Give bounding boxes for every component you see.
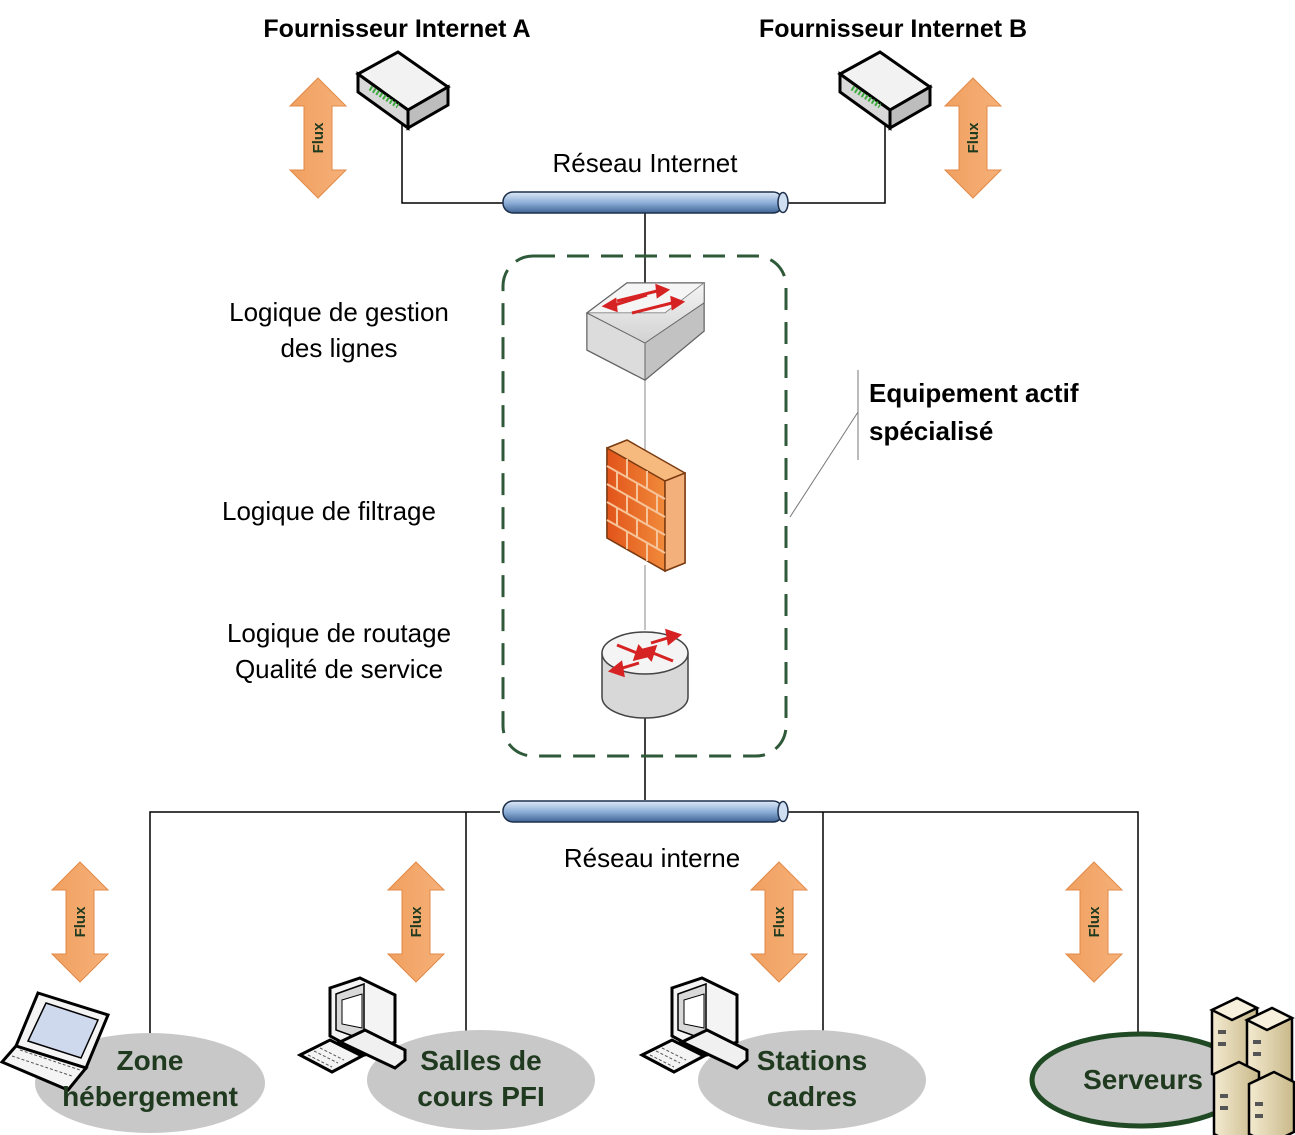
line-management-label-2: des lignes xyxy=(280,333,397,363)
zone-hosting-ellipse xyxy=(35,1033,265,1133)
appliance-label-1: Equipement actif xyxy=(869,378,1079,408)
internal-network-label: Réseau interne xyxy=(564,843,740,873)
flux-label: Flux xyxy=(771,906,788,937)
zone-servers-label: Serveurs xyxy=(1083,1064,1203,1095)
flux-arrow-isp-b: Flux xyxy=(944,77,1002,199)
zone-stations-label-1: Stations xyxy=(757,1045,867,1076)
zone-classrooms-ellipse xyxy=(367,1030,595,1130)
firewall-icon xyxy=(606,439,686,573)
connection-lines xyxy=(149,120,1139,1048)
flux-label: Flux xyxy=(1086,906,1103,937)
zone-stations-label-2: cadres xyxy=(767,1081,857,1112)
appliance-callout xyxy=(789,370,859,518)
server-rack-icon xyxy=(1209,996,1295,1135)
flux-label: Flux xyxy=(72,906,89,937)
desktop-computer-icon xyxy=(638,976,749,1074)
modem-b-icon xyxy=(837,50,933,131)
flux-arrow-classrooms: Flux xyxy=(387,861,445,983)
flux-label: Flux xyxy=(965,122,982,153)
zone-classrooms-label-1: Salles de xyxy=(420,1045,541,1076)
desktop-computer-icon xyxy=(296,976,407,1074)
filtering-label: Logique de filtrage xyxy=(222,496,436,526)
zone-classrooms-label-2: cours PFI xyxy=(417,1081,545,1112)
routing-label-1: Logique de routage xyxy=(227,618,451,648)
appliance-boundary xyxy=(501,254,788,758)
modem-a-icon xyxy=(355,50,451,131)
flux-arrow-stations: Flux xyxy=(750,861,808,983)
internet-network-label: Réseau Internet xyxy=(552,148,738,178)
routing-label-2: Qualité de service xyxy=(235,654,443,684)
laptop-icon xyxy=(0,991,111,1092)
switch-icon xyxy=(585,282,706,382)
flux-arrow-isp-a: Flux xyxy=(289,77,347,199)
router-icon xyxy=(601,628,689,719)
flux-arrow-servers: Flux xyxy=(1065,861,1123,983)
isp-a-label: Fournisseur Internet A xyxy=(263,15,530,43)
flux-label: Flux xyxy=(408,906,425,937)
zone-hosting-label-1: Zone xyxy=(117,1045,184,1076)
appliance-label-2: spécialisé xyxy=(869,416,993,446)
zone-stations-ellipse xyxy=(698,1030,926,1130)
isp-b-label: Fournisseur Internet B xyxy=(759,15,1027,43)
zone-hosting-label-2: hébergement xyxy=(62,1081,238,1112)
internal-pipe xyxy=(502,800,789,823)
flux-arrow-hosting: Flux xyxy=(51,861,109,983)
flux-label: Flux xyxy=(310,122,327,153)
internet-pipe xyxy=(502,191,789,214)
line-management-label-1: Logique de gestion xyxy=(229,297,449,327)
